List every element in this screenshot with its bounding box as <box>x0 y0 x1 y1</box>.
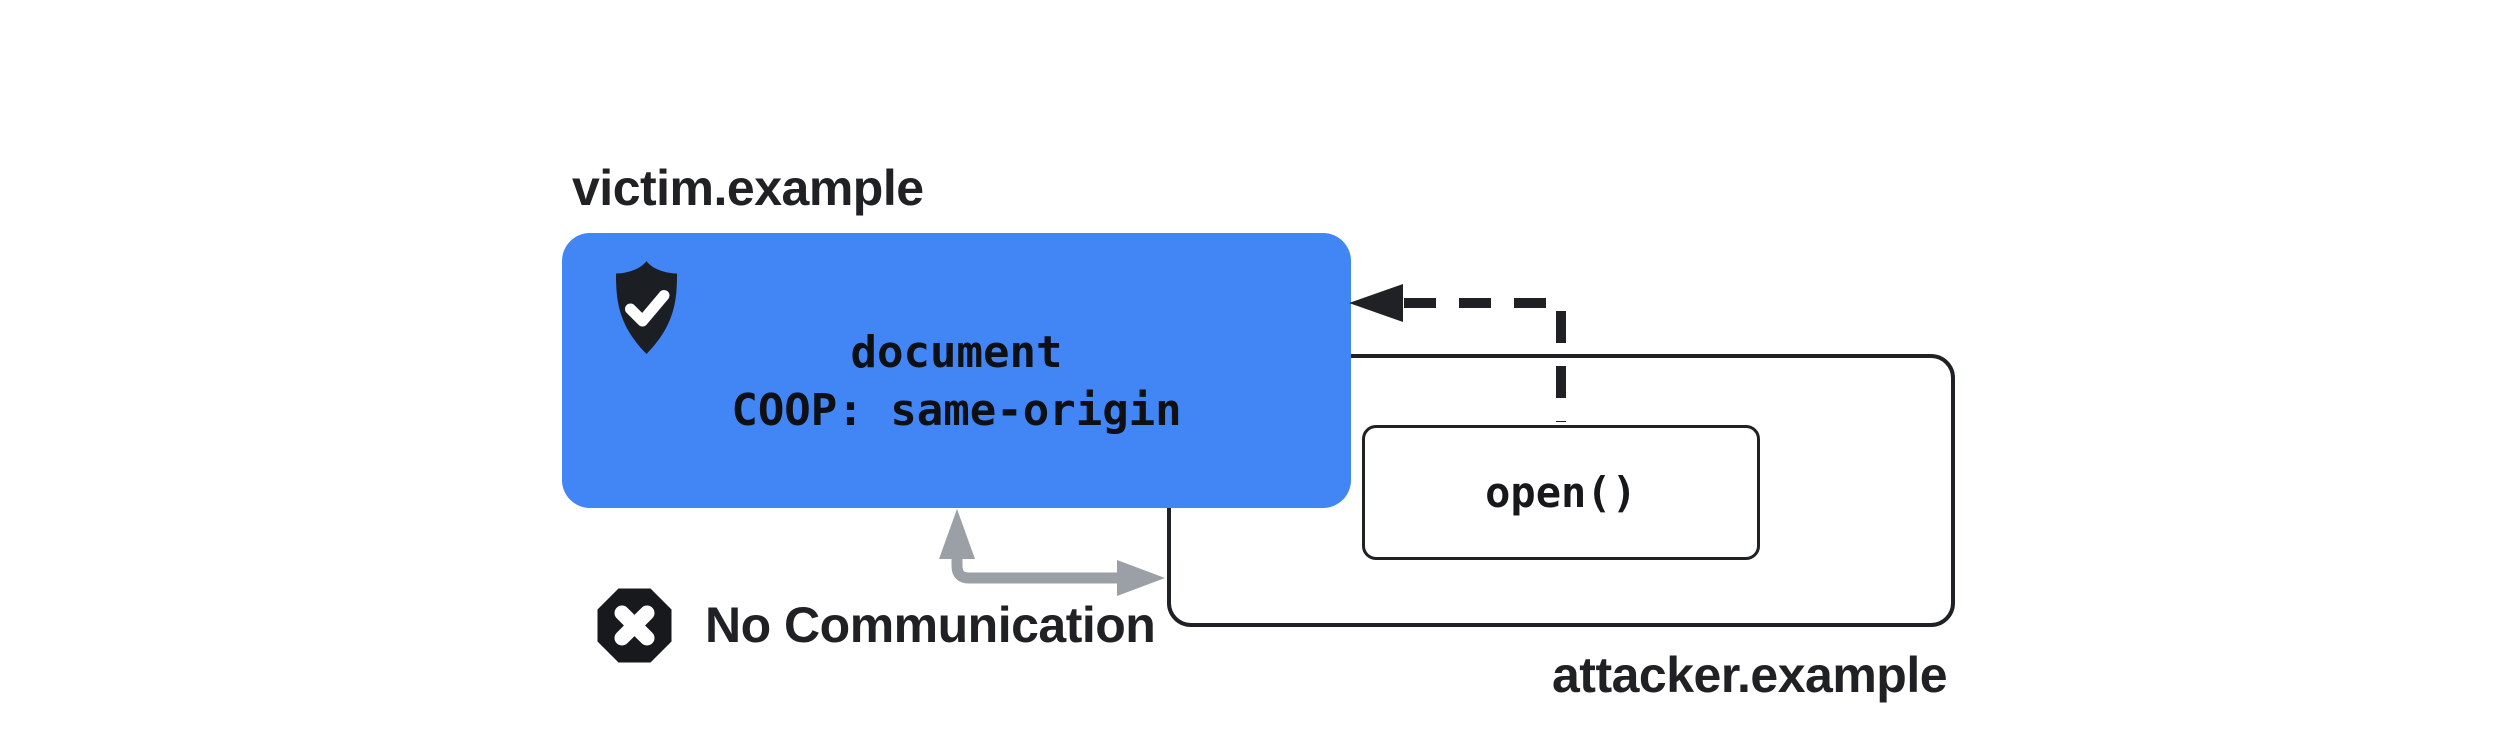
victim-document-box: document COOP: same-origin <box>562 233 1351 508</box>
x-octagon-icon <box>597 588 672 663</box>
attacker-domain-label: attacker.example <box>1552 647 1948 703</box>
coop-header-label: COOP: same-origin <box>731 384 1182 436</box>
open-call-box: open() <box>1362 425 1760 560</box>
victim-domain-label: victim.example <box>572 160 924 216</box>
document-label: document <box>850 326 1063 378</box>
open-call-label: open() <box>1485 468 1637 517</box>
shield-check-icon <box>616 261 677 354</box>
no-communication-label: No Communication <box>705 597 1156 653</box>
victim-document-text: document COOP: same-origin <box>562 233 1351 508</box>
gray-elbow-communication-arrow <box>939 509 1165 596</box>
